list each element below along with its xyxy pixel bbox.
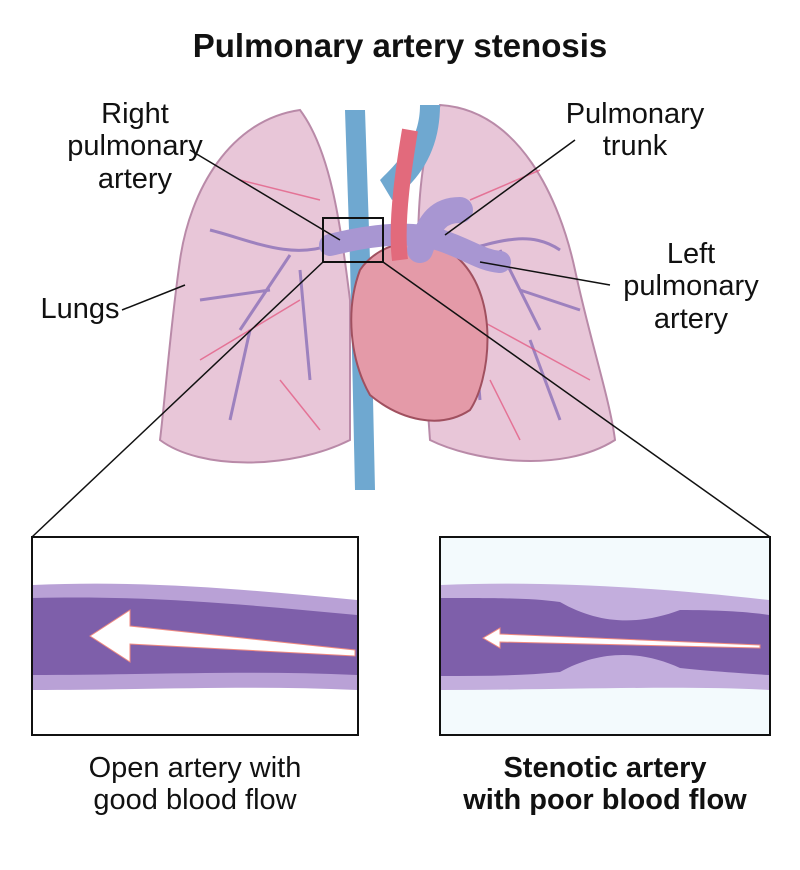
- label-pulmonary-trunk: Pulmonary trunk: [555, 98, 715, 163]
- label-line: Right: [101, 98, 169, 130]
- caption-open-artery: Open artery with good blood flow: [25, 752, 365, 817]
- label-lungs: Lungs: [40, 293, 120, 325]
- label-line: Left: [666, 238, 716, 270]
- label-line: artery: [653, 302, 729, 335]
- label-line: artery: [97, 162, 173, 195]
- label-right-pulmonary-artery: Right pulmonary artery: [60, 98, 210, 195]
- caption-line: Open artery with: [88, 752, 302, 784]
- diagram-title: Pulmonary artery stenosis: [192, 27, 608, 64]
- stenotic-artery-panel: [439, 536, 771, 736]
- label-line: pulmonary: [623, 270, 759, 303]
- caption-line: Stenotic artery: [503, 752, 707, 784]
- label-line: pulmonary: [67, 130, 203, 163]
- lungs-illustration: [158, 103, 617, 490]
- label-line: trunk: [602, 130, 668, 163]
- label-line: Pulmonary: [565, 98, 705, 130]
- zoom-box: [322, 217, 384, 263]
- label-left-pulmonary-artery: Left pulmonary artery: [612, 238, 770, 335]
- caption-line: good blood flow: [93, 784, 297, 817]
- caption-stenotic-artery: Stenotic artery with poor blood flow: [435, 752, 775, 817]
- open-artery-panel: [31, 536, 359, 736]
- caption-line: with poor blood flow: [463, 784, 747, 817]
